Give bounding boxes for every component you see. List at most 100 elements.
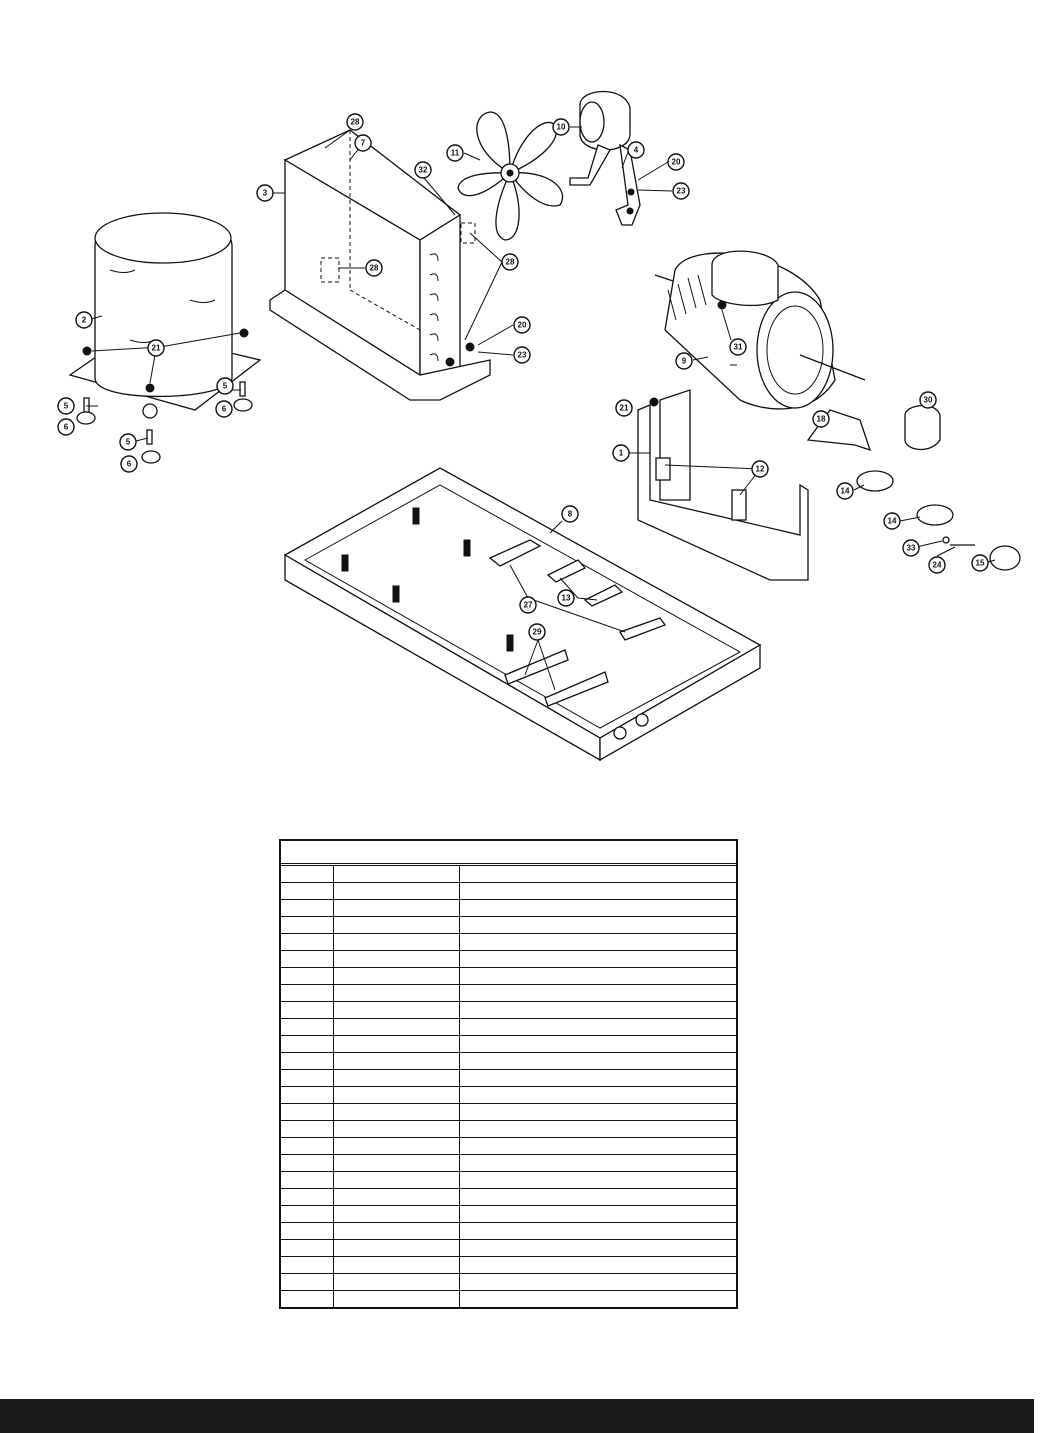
- callout-14b: 14: [883, 512, 901, 530]
- cell-description: [460, 1223, 736, 1239]
- table-row: [281, 1019, 736, 1036]
- cell-part-number: [334, 1257, 460, 1273]
- table-row: [281, 900, 736, 917]
- svg-text:9: 9: [682, 357, 687, 366]
- callout-30: 30: [919, 391, 937, 409]
- svg-text:5: 5: [126, 438, 131, 447]
- callout-20a: 20: [667, 153, 685, 171]
- cell-description: [460, 1002, 736, 1018]
- cell-description: [460, 1291, 736, 1307]
- cell-description: [460, 1036, 736, 1052]
- cell-description: [460, 1240, 736, 1256]
- table-row: [281, 1087, 736, 1104]
- cell-part-number: [334, 1002, 460, 1018]
- callout-21a: 21: [147, 339, 165, 357]
- grommets: [76, 381, 253, 464]
- cell-part-number: [334, 1053, 460, 1069]
- callout-5c: 5: [119, 433, 137, 451]
- cell-description: [460, 985, 736, 1001]
- cell-part-number: [334, 1104, 460, 1120]
- cell-description: [460, 1019, 736, 1035]
- callout-6b: 6: [215, 400, 233, 418]
- callout-23b: 23: [513, 346, 531, 364]
- cell-description: [460, 968, 736, 984]
- table-row: [281, 1172, 736, 1189]
- callout-8: 8: [561, 505, 579, 523]
- cell-description: [460, 1206, 736, 1222]
- svg-text:20: 20: [518, 321, 527, 330]
- cell-item-number: [281, 917, 334, 933]
- svg-text:30: 30: [924, 396, 933, 405]
- svg-text:6: 6: [64, 423, 69, 432]
- callout-14a: 14: [836, 482, 854, 500]
- fan-blade: [457, 111, 564, 241]
- svg-text:7: 7: [361, 139, 366, 148]
- cell-part-number: [334, 1291, 460, 1307]
- svg-text:5: 5: [223, 382, 228, 391]
- callout-15: 15: [971, 554, 989, 572]
- cell-item-number: [281, 883, 334, 899]
- table-row: [281, 985, 736, 1002]
- table-row: [281, 951, 736, 968]
- callout-33: 33: [902, 539, 920, 557]
- svg-text:24: 24: [933, 561, 942, 570]
- cell-part-number: [334, 968, 460, 984]
- cell-item-number: [281, 1002, 334, 1018]
- table-row: [281, 866, 736, 883]
- exploded-view-drawing: 1 2 3 4 5 5 5 6 6 6 7 8 9 10 11 12 13 14…: [57, 90, 1021, 762]
- cell-item-number: [281, 866, 334, 882]
- svg-text:10: 10: [557, 123, 566, 132]
- callout-27: 27: [519, 596, 537, 614]
- table-row: [281, 1104, 736, 1121]
- cell-item-number: [281, 1138, 334, 1154]
- cell-description: [460, 1087, 736, 1103]
- cell-part-number: [334, 1240, 460, 1256]
- cell-part-number: [334, 934, 460, 950]
- table-title: [281, 841, 736, 866]
- callout-12: 12: [751, 460, 769, 478]
- svg-text:6: 6: [222, 405, 227, 414]
- callout-24: 24: [928, 556, 946, 574]
- callout-20b: 20: [513, 316, 531, 334]
- condenser: [269, 129, 491, 401]
- svg-text:14: 14: [841, 487, 850, 496]
- svg-text:3: 3: [263, 189, 268, 198]
- cell-description: [460, 917, 736, 933]
- callout-28a: 28: [346, 113, 364, 131]
- callout-28b: 28: [365, 259, 383, 277]
- cell-description: [460, 951, 736, 967]
- cell-part-number: [334, 1223, 460, 1239]
- motor-mount: [637, 389, 809, 581]
- svg-text:21: 21: [152, 344, 161, 353]
- cell-item-number: [281, 1087, 334, 1103]
- table-row: [281, 917, 736, 934]
- cell-description: [460, 883, 736, 899]
- cell-description: [460, 1104, 736, 1120]
- callout-29: 29: [528, 623, 546, 641]
- callout-13: 13: [557, 589, 575, 607]
- cell-item-number: [281, 985, 334, 1001]
- svg-text:33: 33: [907, 544, 916, 553]
- cell-part-number: [334, 883, 460, 899]
- cell-part-number: [334, 1121, 460, 1137]
- svg-text:23: 23: [677, 187, 686, 196]
- exploded-parts-diagram: 1 2 3 4 5 5 5 6 6 6 7 8 9 10 11 12 13 14…: [57, 90, 1021, 762]
- cell-description: [460, 866, 736, 882]
- cell-description: [460, 1172, 736, 1188]
- svg-text:2: 2: [82, 316, 87, 325]
- callout-2: 2: [75, 311, 93, 329]
- cell-item-number: [281, 951, 334, 967]
- table-row: [281, 1121, 736, 1138]
- callout-6a: 6: [57, 418, 75, 436]
- cell-description: [460, 1053, 736, 1069]
- svg-text:6: 6: [127, 460, 132, 469]
- cell-item-number: [281, 1189, 334, 1205]
- leader-lines: [86, 126, 996, 691]
- table-row: [281, 968, 736, 985]
- cell-description: [460, 1070, 736, 1086]
- cell-item-number: [281, 1274, 334, 1290]
- cell-part-number: [334, 1036, 460, 1052]
- callout-7: 7: [354, 134, 372, 152]
- cell-description: [460, 1155, 736, 1171]
- svg-text:31: 31: [734, 343, 743, 352]
